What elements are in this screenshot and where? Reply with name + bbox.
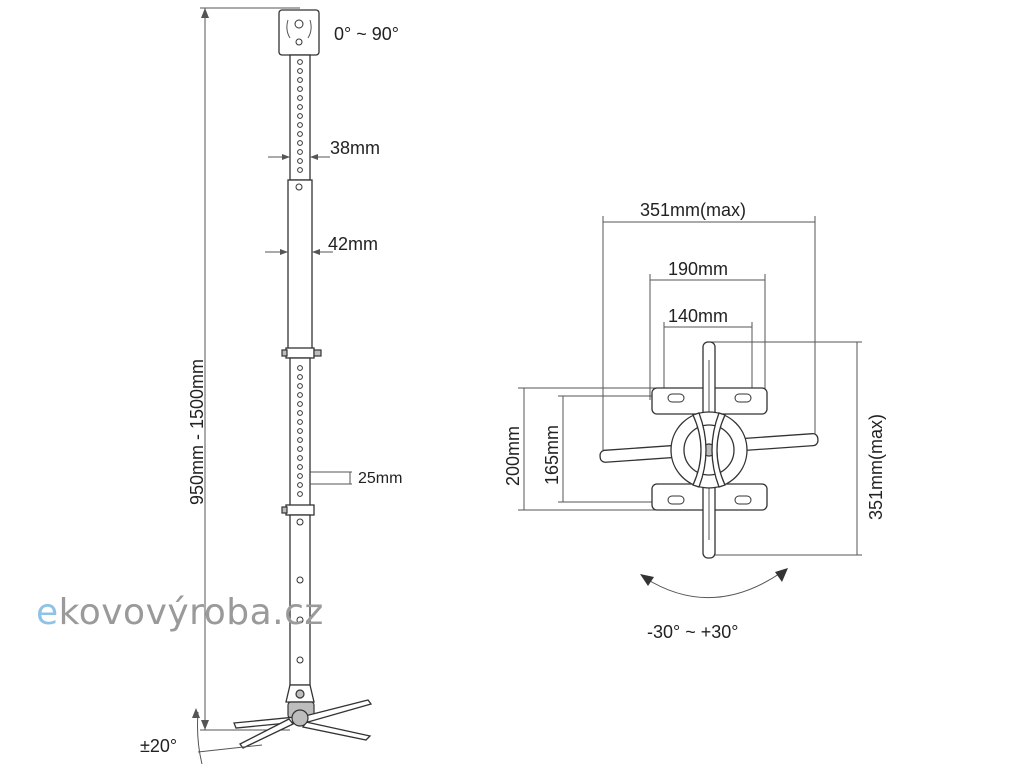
height-range-label: 950mm - 1500mm [187, 359, 207, 505]
spider-arm [304, 699, 373, 723]
tube-hole [297, 113, 303, 119]
clamp-screw [313, 349, 322, 357]
swivel-arc [197, 711, 203, 765]
projector-bracket [518, 216, 862, 599]
tube-lower-diameter-label: 42mm [328, 234, 378, 254]
arrow [310, 154, 318, 160]
plate-slot [734, 393, 752, 403]
tube-clamp [285, 347, 315, 359]
rotation-arc [644, 571, 783, 599]
tube-hole [296, 616, 304, 624]
tube-hole [297, 59, 303, 65]
plate-slot [307, 19, 312, 39]
tube-hole [297, 437, 303, 443]
tube-hole [297, 86, 303, 92]
tube-hole [297, 365, 303, 371]
tilt-range-label: 0° ~ 90° [334, 24, 399, 44]
tube-hole [297, 95, 303, 101]
height-165-label: 165mm [542, 425, 562, 485]
tube-hole [297, 122, 303, 128]
tube-hole [297, 428, 303, 434]
height-arrow-bottom [201, 720, 209, 730]
clamp-screw [281, 349, 288, 357]
plate-slot [667, 495, 685, 505]
tube-hole [296, 518, 304, 526]
swivel-label: ±20° [140, 736, 177, 756]
plate-slot [286, 19, 291, 39]
svg-text:ekovovýroba.cz: ekovovýroba.cz [36, 592, 324, 633]
company-logo: ekovovýroba.cz [36, 592, 324, 633]
spider-hub [291, 709, 309, 727]
arrow-right [775, 568, 788, 582]
spider-arm [239, 718, 295, 749]
tube-upper-diameter-label: 38mm [330, 138, 380, 158]
joint-bolt [295, 689, 305, 699]
tube-hole [297, 473, 303, 479]
tube-clamp [285, 504, 315, 516]
height-arrow-top [201, 8, 209, 18]
tube-hole [297, 167, 303, 173]
tube-hole [297, 419, 303, 425]
tube-hole [296, 656, 304, 664]
tube-hole [297, 410, 303, 416]
tube-hole [297, 446, 303, 452]
tube-hole [297, 464, 303, 470]
tube-hole [297, 374, 303, 380]
tube-hole [297, 482, 303, 488]
hub-clip [711, 412, 726, 488]
tube-hole [297, 131, 303, 137]
width-max-label: 351mm(max) [640, 200, 746, 220]
lower-tube [287, 179, 313, 353]
logo-main: kovovýroba [59, 592, 272, 633]
tube-hole [296, 576, 304, 584]
spider-arm [301, 721, 372, 741]
logo-suffix: .cz [272, 592, 324, 633]
plate-slot [734, 495, 752, 505]
plate-slot [667, 393, 685, 403]
tube-hole [295, 183, 303, 191]
plate-hole [295, 38, 303, 46]
arrow [282, 154, 290, 160]
hole-spacing-label: 25mm [358, 470, 402, 487]
tube-hole [297, 140, 303, 146]
tube-hole [297, 149, 303, 155]
width-mid-label: 190mm [668, 259, 728, 279]
height-200-label: 200mm [503, 426, 523, 486]
rotation-label: -30° ~ +30° [647, 622, 738, 642]
arrow [192, 708, 200, 718]
swivel-reference [197, 744, 263, 753]
arrow [280, 249, 288, 255]
logo-prefix: e [36, 592, 59, 633]
hub-clip [692, 412, 707, 488]
ceiling-pole [192, 7, 373, 765]
upper-tube-holes [297, 59, 303, 173]
clamp-screw [281, 506, 288, 514]
middle-tube-holes [297, 365, 303, 497]
ceiling-plate [278, 9, 320, 56]
arrow [312, 249, 320, 255]
tube-hole [297, 104, 303, 110]
height-max-label: 351mm(max) [866, 414, 886, 520]
tube-hole [297, 383, 303, 389]
tube-hole [297, 455, 303, 461]
plate-hole [294, 19, 304, 29]
tube-hole [297, 158, 303, 164]
tube-hole [297, 68, 303, 74]
tube-hole [297, 401, 303, 407]
tube-hole [297, 392, 303, 398]
width-min-label: 140mm [668, 306, 728, 326]
tube-hole [297, 491, 303, 497]
arrow-left [640, 574, 654, 586]
tube-hole [297, 77, 303, 83]
